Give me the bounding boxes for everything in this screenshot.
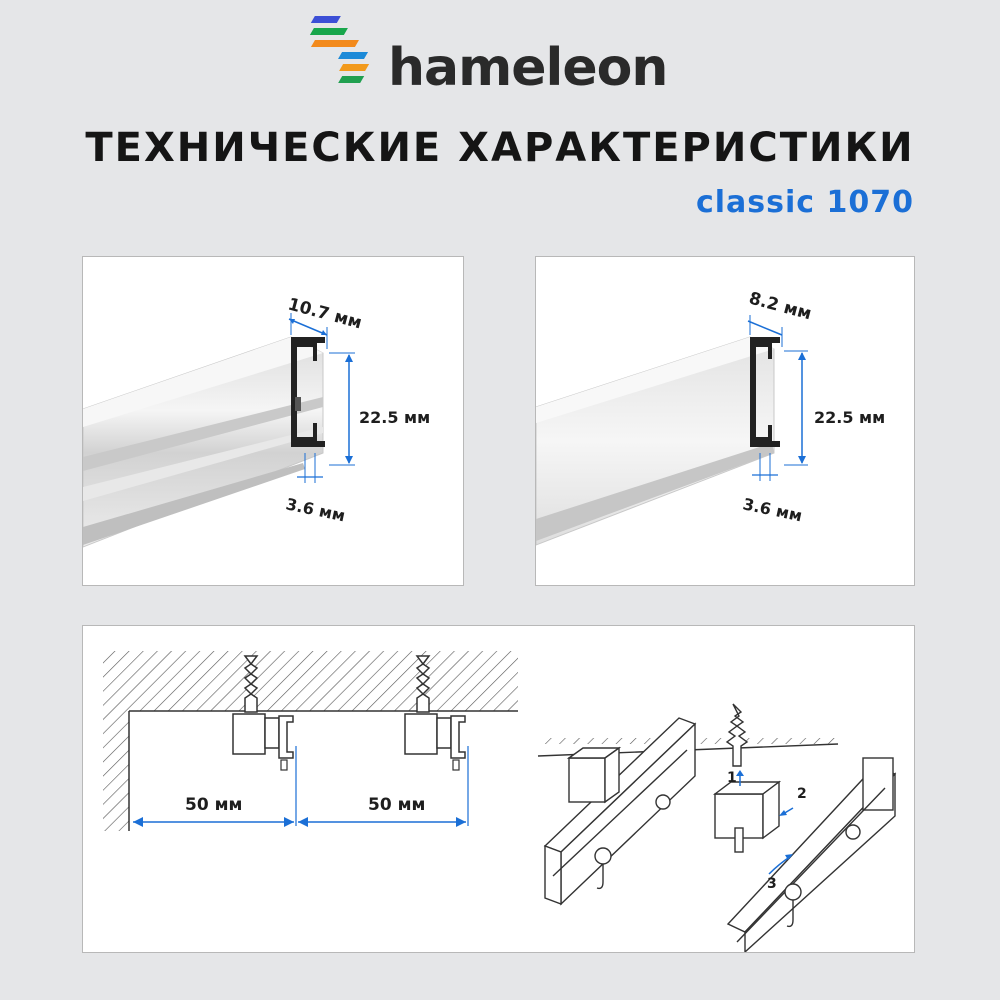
- width-label-left: 10.7 мм: [286, 295, 364, 334]
- step-label-2: 2: [797, 786, 807, 802]
- step-label-3: 3: [767, 876, 777, 892]
- profile-drawing-right: [536, 315, 808, 546]
- width-label-right: 8.2 мм: [747, 289, 814, 325]
- bracket-1: [232, 655, 294, 771]
- page-title: ТЕХНИЧЕСКИЕ ХАРАКТЕРИСТИКИ: [85, 125, 915, 171]
- mounting-panel: 50 мм 50 мм 1 2 3: [82, 625, 915, 953]
- height-label-left: 22.5 мм: [359, 408, 430, 427]
- slot-label-right: 3.6 мм: [741, 494, 804, 525]
- brand-name: hameleon: [388, 38, 668, 98]
- spacing-label-right: 50 мм: [368, 795, 425, 815]
- model-name: classic 1070: [695, 185, 914, 220]
- profile-drawing-left: [83, 313, 355, 548]
- profile-panel-left: 10.7 мм 22.5 мм 3.6 мм: [82, 256, 464, 586]
- slot-label-left: 3.6 мм: [284, 494, 347, 525]
- brand-logo-icon: [309, 16, 370, 83]
- step-label-1: 1: [727, 770, 737, 786]
- profile-panel-right: 8.2 мм 22.5 мм 3.6 мм: [535, 256, 915, 586]
- spacing-label-left: 50 мм: [185, 795, 242, 815]
- height-label-right: 22.5 мм: [814, 408, 885, 427]
- mounting-drawing: [103, 651, 897, 952]
- assembly-illustration: [537, 703, 897, 952]
- bracket-2: [404, 655, 466, 771]
